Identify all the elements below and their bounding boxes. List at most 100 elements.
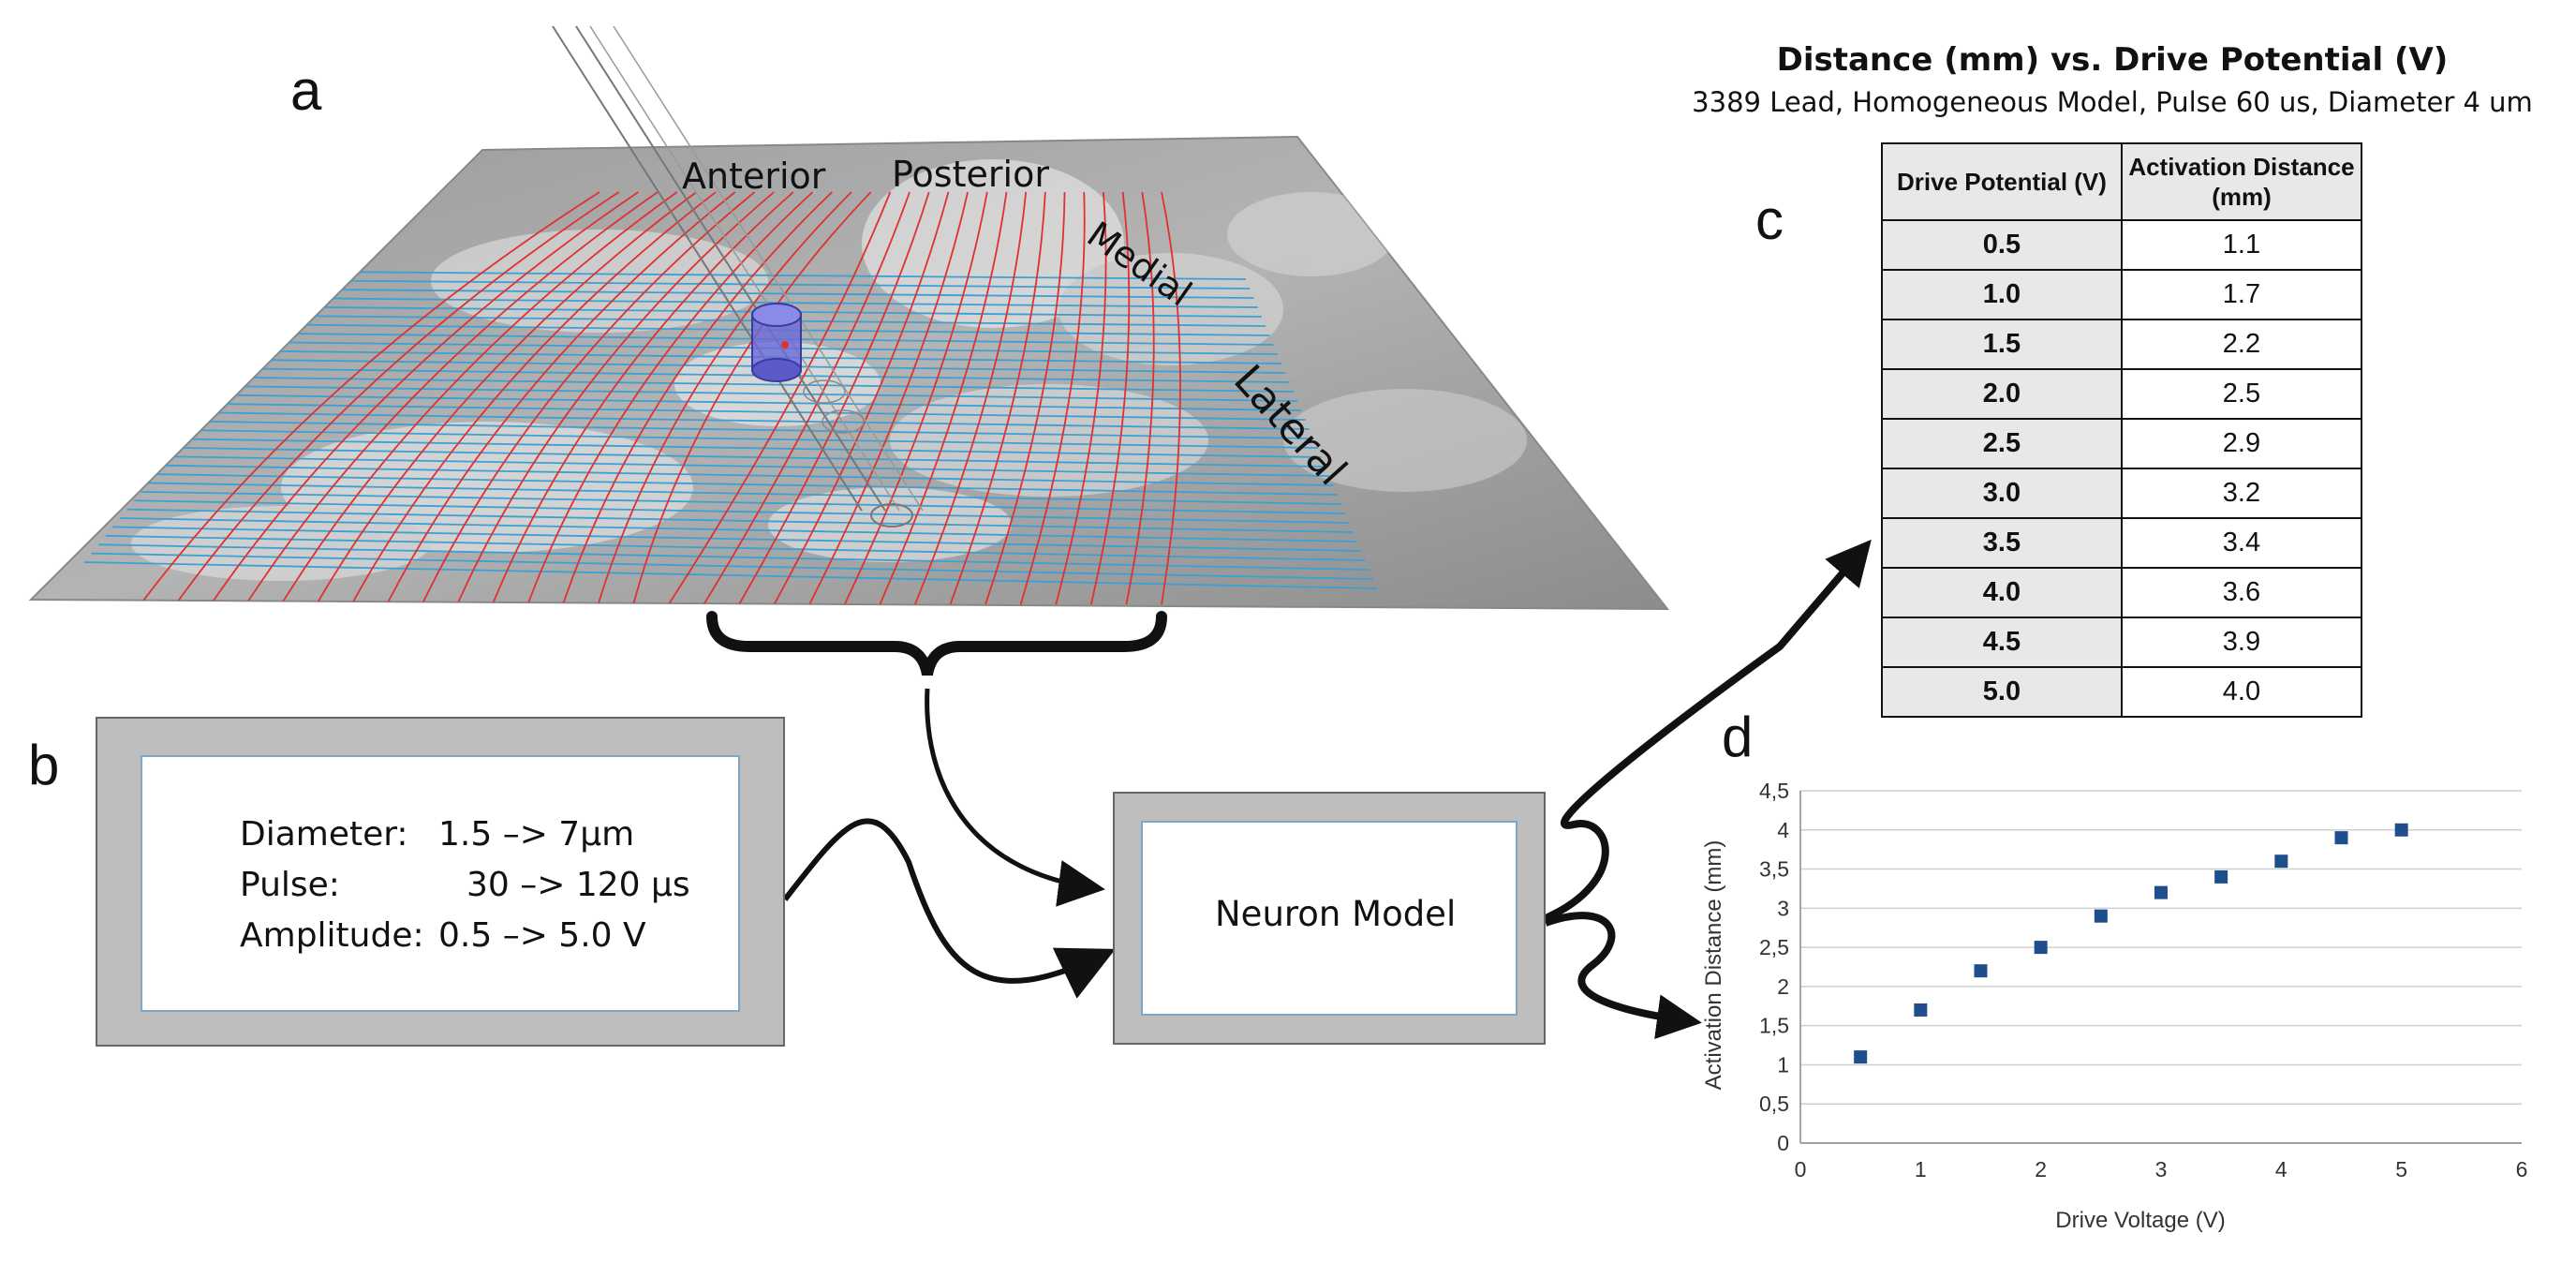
chart-y-tick-label: 4 [1777,818,1789,842]
chart-y-tick-label: 3,5 [1759,857,1789,882]
red-fiber-line [562,191,833,605]
red-fiber-line [879,191,1008,605]
table-header-cell: Activation Distance (mm) [2120,142,2363,221]
table-header-cell: Drive Potential (V) [1881,142,2123,221]
table-cell: 3.4 [2120,517,2363,569]
table-cell: 4.0 [1881,567,2123,618]
chart-y-axis-label: Activation Distance (mm) [1701,840,1726,1091]
parameter-row: Amplitude: 0.5 –> 5.0 V [240,911,690,961]
blue-fiber-line [218,394,1302,411]
parameter-name: Pulse: [240,866,340,904]
anterior-label: Anterior [682,156,826,197]
chart-x-tick-label: 0 [1795,1157,1807,1181]
chart-y-tick-label: 2,5 [1759,935,1789,959]
table-cell: 3.5 [1881,517,2123,569]
parameter-row: Pulse: 30 –> 120 µs [240,860,690,911]
red-fiber-line [949,191,1046,605]
blue-fiber-line [176,446,1325,468]
chart-x-tick-label: 6 [2516,1157,2528,1181]
table-subtitle: 3389 Lead, Homogeneous Model, Pulse 60 u… [1692,86,2533,118]
red-fiber-line [1055,191,1107,605]
table-cell: 3.2 [2120,468,2363,519]
active-contact [751,303,802,382]
table-cell: 1.0 [1881,269,2123,320]
chart-x-tick-labels: 0 1 2 3 4 5 6 [1795,1157,2528,1181]
blue-fiber-line [318,271,1247,280]
chart-data-point [2334,831,2348,845]
chart-y-tick-label: 0,5 [1759,1092,1789,1116]
chart-axes [1799,791,2522,1144]
params-to-neuron-arrow [782,818,1116,999]
parameter-list: Diameter: 1.5 –> 7µm Pulse: 30 –> 120 µs A… [240,810,690,961]
blue-fiber-line [91,552,1373,580]
red-fiber-lines [140,191,1181,605]
parameter-value: 1.5 –> 7µm [438,815,635,854]
chart-x-tick-label: 5 [2395,1157,2407,1181]
blue-fiber-line [105,534,1366,561]
red-fiber-line [914,191,1028,605]
parameter-value: 0.5 –> 5.0 V [438,916,646,955]
chart-data-point [1854,1050,1868,1064]
table-cell: 2.9 [2120,418,2363,469]
table-cell: 2.5 [2120,368,2363,420]
table-cell: 3.6 [2120,567,2363,618]
red-fiber-line [492,191,794,605]
chart-x-tick-label: 3 [2155,1157,2168,1181]
table-cell: 2.0 [1881,368,2123,420]
red-fiber-line [668,191,892,605]
blue-fiber-line [119,517,1357,542]
blue-fiber-line [141,490,1346,514]
table-cell: 2.2 [2120,319,2363,370]
chart-data-point [2394,823,2408,837]
chart-x-axis-label: Drive Voltage (V) [2055,1208,2225,1233]
chart-x-tick-label: 1 [1915,1157,1927,1181]
chart-y-tick-label: 2 [1777,974,1789,999]
blue-fiber-line [303,288,1254,299]
chart-data-point [2034,941,2048,955]
red-fiber-line [985,191,1066,605]
chart-data-point [2154,885,2168,899]
chart-x-tick-label: 2 [2035,1157,2047,1181]
panel-label-a: a [290,59,322,122]
red-fiber-line [738,191,930,605]
table-cell: 0.5 [1881,219,2123,271]
table-cell: 1.1 [2120,219,2363,271]
red-fiber-line [1161,191,1181,605]
parameter-value: 30 –> 120 µs [466,866,690,904]
blue-fiber-line [198,420,1314,439]
red-fiber-line [245,191,659,605]
chart-data-point [2274,854,2288,869]
parameter-name: Diameter: [240,815,408,854]
chart-y-tick-label: 0 [1777,1131,1789,1155]
blue-fiber-line [148,482,1341,505]
neuron-model-label: Neuron Model [1215,894,1457,934]
red-fiber-line [350,191,717,605]
table-cell: 3.9 [2120,617,2363,668]
chart-data-points [1854,823,2408,1064]
red-fiber-line [773,191,950,605]
parameter-name: Amplitude: [240,916,424,955]
red-fiber-line [808,191,969,605]
table-cell: 3.0 [1881,468,2123,519]
red-fiber-line [386,191,736,605]
blue-fiber-line [83,561,1378,589]
blue-fiber-line [226,385,1298,402]
chart-x-tick-label: 4 [2275,1157,2287,1181]
red-fiber-line [174,191,620,605]
blue-fiber-line [155,473,1338,496]
neuron-model-inner-box [1141,821,1517,1016]
blue-fiber-line [112,526,1362,552]
red-fiber-line [421,191,756,605]
red-fiber-line [210,191,639,605]
activation-distance-table: Drive Potential (V) Activation Distance … [1881,142,2363,718]
blue-fiber-line [311,279,1251,290]
table-cell: 4.0 [2120,666,2363,718]
red-fiber-line [843,191,988,605]
